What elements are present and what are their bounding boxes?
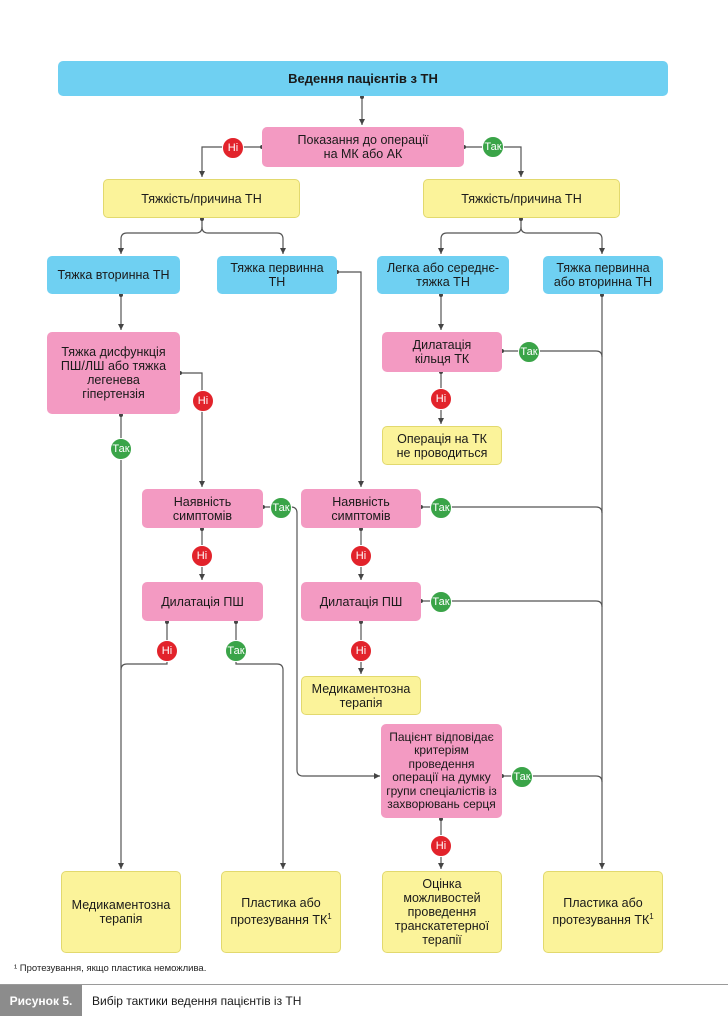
yes-badge: Так (518, 341, 540, 363)
severe-primary-secondary-box: Тяжка первинна або вторинна ТН (543, 256, 663, 294)
yes-badge: Так (430, 591, 452, 613)
heart-team-box: Пацієнт відповідає критеріям проведення … (381, 724, 502, 818)
severity-cause-left-text: Тяжкість/причина ТН (141, 191, 262, 206)
repair-left-text: Пластика або протезування ТК1 (226, 896, 336, 927)
footnote: ¹ Протезування, якщо пластика неможлива. (14, 963, 207, 974)
yes-badge: Так (511, 766, 533, 788)
no-badge: Ні (350, 545, 372, 567)
no-badge: Ні (192, 390, 214, 412)
chart-title-box: Ведення пацієнтів з ТН (58, 61, 668, 96)
rv-dilation-middle-box: Дилатація ПШ (301, 582, 421, 621)
symptoms-left-text: Наявність симптомів (172, 494, 233, 523)
no-badge: Ні (430, 835, 452, 857)
repair-left-box: Пластика або протезування ТК1 (221, 871, 341, 953)
no-tv-surgery-box: Операція на ТК не проводиться (382, 426, 502, 465)
no-tv-surgery-text: Операція на ТК не проводиться (396, 431, 488, 460)
repair-left-footnote-mark: 1 (327, 912, 332, 922)
transcatheter-box: Оцінка можливостей проведення транскатет… (382, 871, 502, 953)
mild-moderate-box: Легка або середнє-тяжка ТН (377, 256, 509, 294)
indication-box: Показання до операції на МК або АК (262, 127, 464, 167)
figure-caption-bar: Рисунок 5. Вибір тактики ведення пацієнт… (0, 984, 728, 1016)
yes-badge: Так (430, 497, 452, 519)
severity-cause-left: Тяжкість/причина ТН (103, 179, 300, 218)
mild-moderate-text: Легка або середнє-тяжка ТН (387, 261, 499, 289)
medical-therapy-middle-text: Медикаментозна терапія (311, 681, 411, 710)
no-badge: Ні (222, 137, 244, 159)
rv-dysfunction-text: Тяжка дисфункція ПШ/ЛШ або тяжка легенев… (60, 345, 167, 401)
no-badge: Ні (191, 545, 213, 567)
heart-team-text: Пацієнт відповідає критеріям проведення … (386, 729, 497, 811)
figure-label: Рисунок 5. (0, 985, 82, 1016)
rv-dilation-left-text: Дилатація ПШ (161, 594, 244, 609)
severe-primary-secondary-text: Тяжка первинна або вторинна ТН (553, 261, 653, 289)
annulus-dilation-box: Дилатація кільця ТК (382, 332, 502, 372)
indication-text: Показання до операції на МК або АК (297, 133, 429, 161)
symptoms-left-box: Наявність симптомів (142, 489, 263, 528)
medical-therapy-middle-box: Медикаментозна терапія (301, 676, 421, 715)
yes-badge: Так (225, 640, 247, 662)
title: Ведення пацієнтів з ТН (288, 70, 438, 86)
repair-left-label: Пластика або протезування ТК (230, 896, 328, 928)
yes-badge: Так (110, 438, 132, 460)
yes-badge: Так (482, 136, 504, 158)
rv-dysfunction-box: Тяжка дисфункція ПШ/ЛШ або тяжка легенев… (47, 332, 180, 414)
repair-right-box: Пластика або протезування ТК1 (543, 871, 663, 953)
severity-cause-right-text: Тяжкість/причина ТН (461, 191, 582, 206)
medical-therapy-left-box: Медикаментозна терапія (61, 871, 181, 953)
symptoms-middle-text: Наявність симптомів (331, 494, 391, 523)
severe-primary-box: Тяжка первинна ТН (217, 256, 337, 294)
no-badge: Ні (350, 640, 372, 662)
repair-right-label: Пластика або протезування ТК (552, 896, 650, 928)
repair-right-text: Пластика або протезування ТК1 (548, 896, 658, 927)
severe-secondary-box: Тяжка вторинна ТН (47, 256, 180, 294)
figure-caption: Вибір тактики ведення пацієнтів із ТН (92, 993, 302, 1008)
annulus-dilation-text: Дилатація кільця ТК (412, 338, 472, 366)
transcatheter-text: Оцінка можливостей проведення транскатет… (394, 877, 490, 947)
yes-badge: Так (270, 497, 292, 519)
repair-right-footnote-mark: 1 (649, 912, 654, 922)
rv-dilation-middle-text: Дилатація ПШ (319, 594, 403, 609)
severe-primary-text: Тяжка первинна ТН (230, 261, 324, 289)
rv-dilation-left-box: Дилатація ПШ (142, 582, 263, 621)
symptoms-middle-box: Наявність симптомів (301, 489, 421, 528)
no-badge: Ні (430, 388, 452, 410)
severity-cause-right: Тяжкість/причина ТН (423, 179, 620, 218)
severe-secondary-text: Тяжка вторинна ТН (57, 268, 170, 282)
no-badge: Ні (156, 640, 178, 662)
medical-therapy-left-text: Медикаментозна терапія (71, 898, 171, 926)
